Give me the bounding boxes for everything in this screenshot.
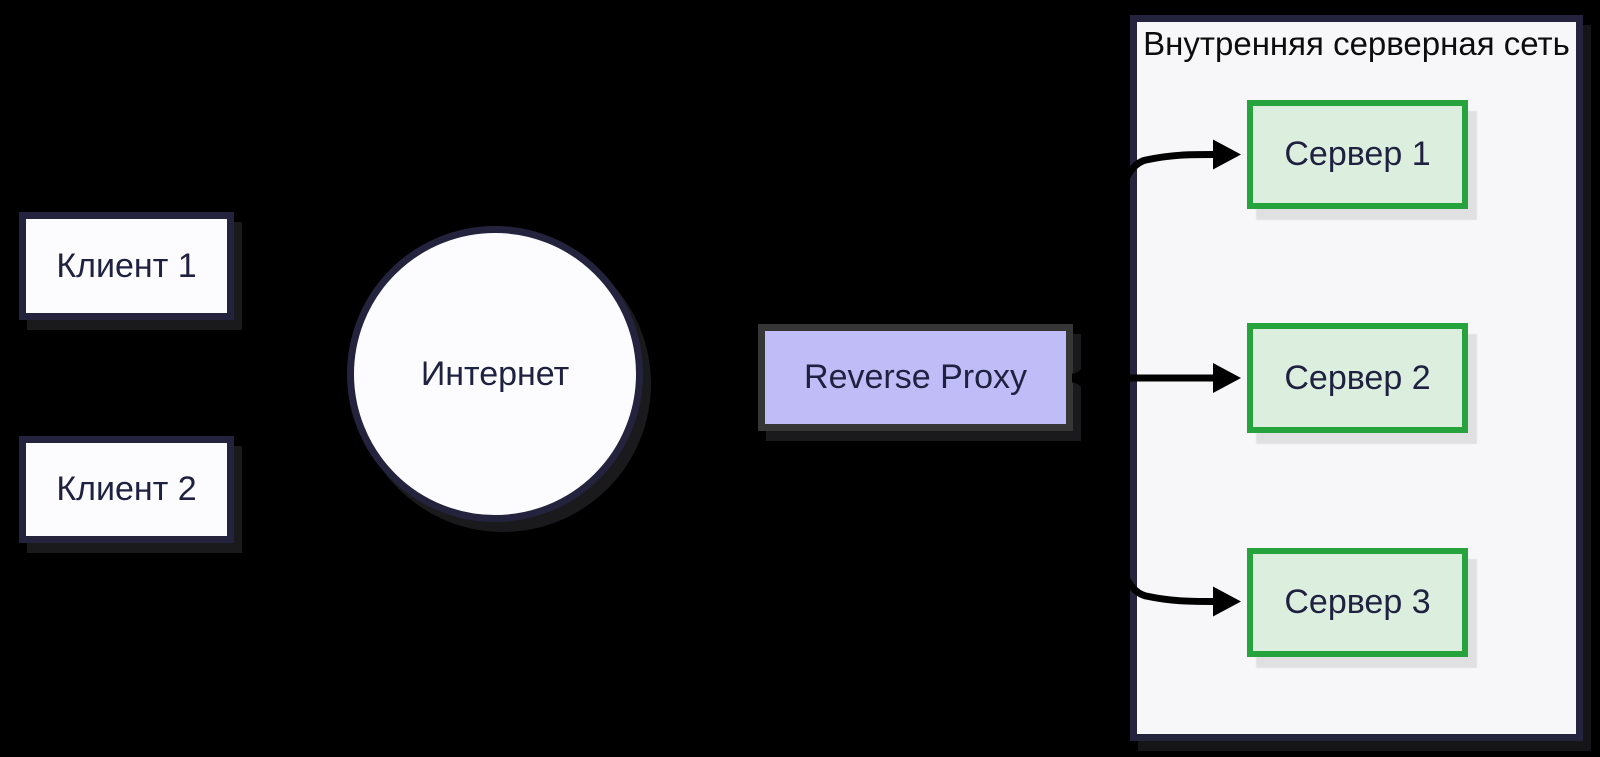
node-reverse-proxy-label: Reverse Proxy	[804, 358, 1027, 396]
cluster-title: Внутренняя серверная сеть	[1143, 25, 1570, 62]
node-server-1: Сервер 1	[1247, 100, 1468, 209]
node-internet: Интернет	[347, 226, 643, 522]
node-client-2-label: Клиент 2	[56, 470, 197, 508]
node-server-2-label: Сервер 2	[1284, 358, 1431, 397]
node-server-2: Сервер 2	[1247, 323, 1468, 433]
node-server-1-label: Сервер 1	[1284, 135, 1431, 173]
node-server-3: Сервер 3	[1247, 548, 1468, 657]
node-reverse-proxy: Reverse Proxy	[758, 324, 1073, 431]
node-client-2: Клиент 2	[19, 436, 234, 543]
node-client-1-label: Клиент 1	[56, 246, 197, 285]
cluster-internal-server-network: Внутренняя серверная сеть Сервер 1 Серве…	[1130, 15, 1583, 741]
node-server-3-label: Сервер 3	[1284, 583, 1431, 621]
node-client-1: Клиент 1	[19, 212, 234, 320]
node-internet-label: Интернет	[420, 354, 570, 393]
